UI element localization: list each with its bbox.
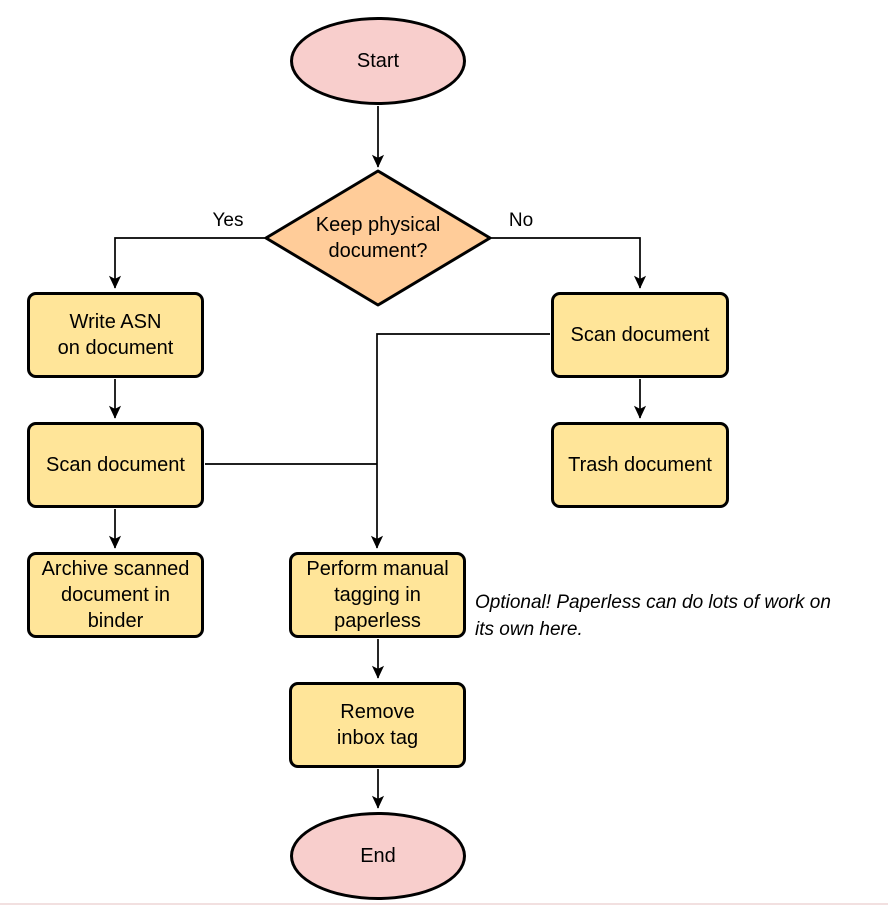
node-tagging-paperless: Perform manual tagging in paperless (289, 552, 466, 638)
node-remove-inbox-tag-label: Remove inbox tag (336, 701, 419, 749)
node-scan-document-left: Scan document (27, 422, 204, 508)
node-scan-document-right-label: Scan document (570, 324, 710, 346)
edge-label-no: No (505, 210, 537, 232)
edge-decision-yes-to-write-asn (108, 237, 266, 289)
edge-decision-no-to-scan-right (490, 237, 647, 289)
node-decision-keep-physical-shape (264, 169, 492, 307)
node-archive-binder-label: Archive scanned document in binder (41, 558, 190, 632)
node-archive-binder: Archive scanned document in binder (27, 552, 204, 638)
node-start: Start (290, 17, 466, 105)
node-remove-inbox-tag: Remove inbox tag (289, 682, 466, 768)
bottom-divider (0, 903, 888, 905)
node-tagging-paperless-label: Perform manual tagging in paperless (306, 558, 449, 632)
edge-label-yes: Yes (209, 210, 247, 232)
node-write-asn: Write ASN on document (27, 292, 204, 378)
node-scan-document-right: Scan document (551, 292, 729, 378)
edge-scan-right-to-tagging (370, 333, 550, 549)
node-trash-document: Trash document (551, 422, 729, 508)
node-start-label: Start (356, 50, 400, 72)
node-end: End (290, 812, 466, 900)
node-scan-document-left-label: Scan document (46, 454, 185, 476)
node-write-asn-label: Write ASN on document (57, 311, 174, 359)
annotation-optional: Optional! Paperless can do lots of work … (475, 592, 831, 640)
node-trash-document-label: Trash document (568, 454, 712, 476)
node-end-label: End (360, 845, 396, 867)
